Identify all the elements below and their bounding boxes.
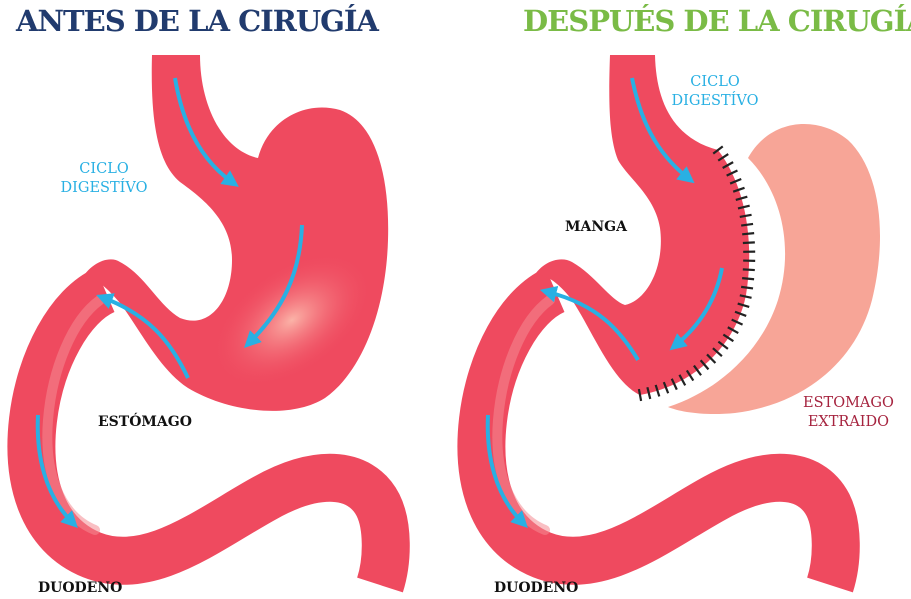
staple-tick [740, 285, 754, 290]
flow-arrow [669, 267, 724, 351]
staple-tick [712, 347, 723, 357]
removed-stomach-label-line1: ESTOMAGO [803, 395, 894, 411]
staple-tick [741, 222, 754, 227]
staple-tick [637, 388, 643, 402]
staple-tick [734, 310, 747, 317]
duodenum-before-shine [42, 295, 105, 535]
title-after: DESPUÉS DE LA CIRUGÍA [523, 4, 911, 38]
staple-tick [735, 195, 748, 202]
staple-tick [732, 186, 745, 193]
duodenum-label-after: DUODENO [494, 580, 579, 596]
staple-line [637, 145, 756, 402]
staple-tick [722, 333, 734, 343]
staple-tick [662, 381, 670, 394]
duodenum-label-before: DUODENO [38, 580, 123, 596]
staple-tick [712, 145, 724, 155]
removed-stomach-portion [668, 123, 880, 415]
flow-arrow [173, 77, 239, 187]
cycle-label-after: CICLO DIGESTÍVO [660, 73, 770, 111]
staple-tick [717, 153, 729, 162]
staple-tick [693, 364, 702, 376]
staple-tick [706, 353, 717, 364]
cycle-label-before: CICLO DIGESTÍVO [54, 160, 154, 198]
staple-tick [737, 302, 750, 309]
staple-tick [742, 268, 755, 272]
title-before: ANTES DE LA CIRUGÍA [16, 4, 379, 38]
staple-tick [670, 378, 678, 391]
duodenum-after-shine [492, 295, 555, 535]
cycle-label-after-line2: DIGESTÍVO [671, 93, 759, 109]
stomach-after-illustration [457, 55, 880, 593]
flow-arrow [96, 293, 190, 379]
staple-tick [727, 326, 739, 335]
staple-tick [737, 204, 750, 210]
cycle-label-before-line1: CICLO [79, 161, 129, 177]
staple-tick [731, 318, 744, 326]
staple-tick [678, 374, 687, 386]
removed-stomach-label-line2: EXTRAIDO [807, 414, 890, 430]
stomach-before-illustration [7, 55, 410, 593]
duodenum-after [457, 267, 860, 593]
staple-tick [654, 384, 661, 397]
staple-tick [717, 340, 729, 350]
flow-arrow [244, 224, 304, 348]
staple-tick [699, 359, 710, 371]
staple-tick [726, 169, 738, 177]
cycle-label-after-line1: CICLO [690, 74, 740, 90]
staple-tick [742, 232, 755, 236]
removed-stomach-label: ESTOMAGO EXTRAIDO [803, 394, 894, 432]
staple-tick [739, 213, 752, 219]
staple-tick [722, 161, 734, 169]
staple-tick [742, 241, 755, 245]
flow-arrow [630, 77, 695, 184]
staple-tick [685, 369, 695, 382]
sleeve-label: MANGA [565, 219, 627, 235]
sleeve-stomach [532, 55, 750, 395]
staple-tick [646, 387, 652, 400]
staple-tick [742, 277, 755, 281]
staple-tick [739, 294, 752, 299]
stomach-before-highlight [212, 253, 372, 387]
cycle-label-before-line2: DIGESTÍVO [60, 180, 148, 196]
duodenum-before [7, 267, 410, 593]
flow-arrow [35, 414, 78, 528]
flow-arrow [539, 285, 640, 362]
flow-arrow [485, 414, 528, 528]
stomach-label: ESTÓMAGO [98, 414, 192, 430]
staple-tick [729, 178, 742, 185]
